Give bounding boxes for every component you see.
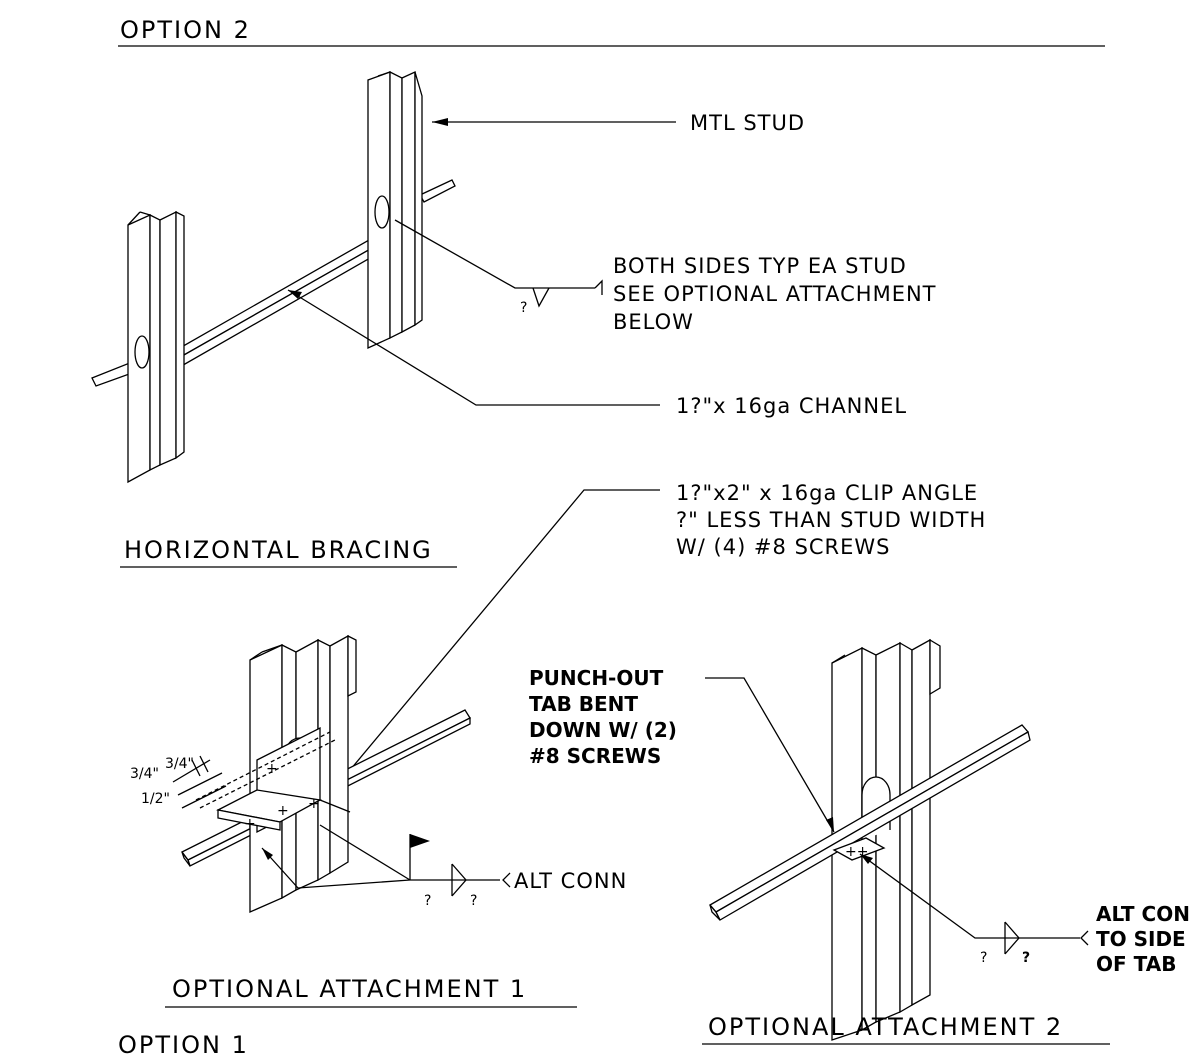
weld-tail-top [594, 279, 603, 295]
callout-clip-angle-line2: ?" LESS THAN STUD WIDTH [676, 508, 986, 532]
channel-web [153, 234, 399, 381]
left-stud [127, 210, 185, 484]
title-optional-attachment-1: OPTIONAL ATTACHMENT 1 [172, 975, 527, 1003]
leader-channel [287, 289, 660, 406]
callout-clip-angle-line3: W/ (4) #8 SCREWS [676, 535, 891, 559]
field-weld-flag [410, 834, 430, 848]
weld-att2-left-q: ? [980, 950, 987, 966]
svg-text:+: + [266, 761, 278, 777]
svg-text:+: + [308, 796, 320, 812]
leader-alt-conn-1-b [319, 824, 411, 881]
callout-both-sides-line3: BELOW [613, 310, 694, 334]
weld-symbol-top [532, 287, 550, 308]
option2-header: OPTION 2 [120, 16, 251, 44]
callout-both-sides-line2: SEE OPTIONAL ATTACHMENT [613, 282, 937, 306]
right-stud [367, 70, 423, 350]
callout-punch-out-line2: TAB BENT [529, 692, 638, 716]
callout-channel: 1?"x 16ga CHANNEL [676, 394, 907, 418]
leader-punch-out [705, 677, 835, 833]
channel-top-flange [149, 227, 396, 373]
channel-end-right [419, 179, 456, 203]
leader-both-sides [394, 219, 595, 289]
optional-attachment-1-drawing: + + + + [172, 634, 471, 913]
callout-clip-angle-line1: 1?"x2" x 16ga CLIP ANGLE [676, 481, 978, 505]
arrowhead-channel [288, 290, 302, 299]
title-horizontal-bracing: HORIZONTAL BRACING [124, 536, 433, 564]
dimension-3-4-a: 3/4" [130, 766, 159, 782]
arrowhead-alt-conn-2 [860, 854, 873, 864]
option1-header: OPTION 1 [118, 1031, 249, 1059]
horizontal-bracing-drawing [91, 70, 456, 484]
title-optional-attachment-2: OPTIONAL ATTACHMENT 2 [708, 1013, 1063, 1041]
weld-tail-att2 [1080, 930, 1089, 946]
left-stud-punch-out [134, 335, 150, 369]
weld-symbol-att1 [451, 863, 467, 897]
arrowhead-punch-out [826, 817, 834, 832]
dimension-3-4-b: 3/4" [165, 756, 194, 772]
callout-alt-conn-2-line1: ALT CON [1096, 902, 1190, 926]
optional-attachment-2-drawing: ++ [708, 638, 1031, 1041]
leader-alt-conn-1 [261, 847, 500, 889]
callout-punch-out-line1: PUNCH-OUT [529, 666, 664, 690]
callout-alt-conn-2-line2: TO SIDE [1096, 927, 1186, 951]
arrowhead-alt-conn-1 [262, 848, 273, 860]
callout-punch-out-line3: DOWN W/ (2) [529, 718, 677, 742]
leader-alt-conn-2 [859, 853, 1080, 939]
weld-top-q: ? [520, 300, 527, 316]
weld-symbol-att2 [1004, 921, 1020, 955]
svg-text:+: + [244, 816, 256, 832]
right-stud-punch-out [374, 195, 390, 229]
weld-att1-left-q: ? [424, 893, 431, 909]
weld-tail-att1 [502, 872, 511, 888]
dimension-1-2: 1/2" [141, 791, 170, 807]
weld-att2-right-q: ? [1022, 950, 1030, 966]
callout-mtl-stud: MTL STUD [690, 111, 805, 135]
arrowhead-mtl-stud [432, 118, 448, 126]
leader-clip-angle [324, 489, 660, 801]
callout-alt-conn-2-line3: OF TAB [1096, 952, 1176, 976]
weld-att1-right-q: ? [470, 893, 477, 909]
callout-both-sides-line1: BOTH SIDES TYP EA STUD [613, 254, 907, 278]
callout-alt-conn-1: ALT CONN [514, 869, 627, 893]
svg-text:+: + [277, 803, 289, 819]
callout-punch-out-line4: #8 SCREWS [529, 744, 661, 768]
